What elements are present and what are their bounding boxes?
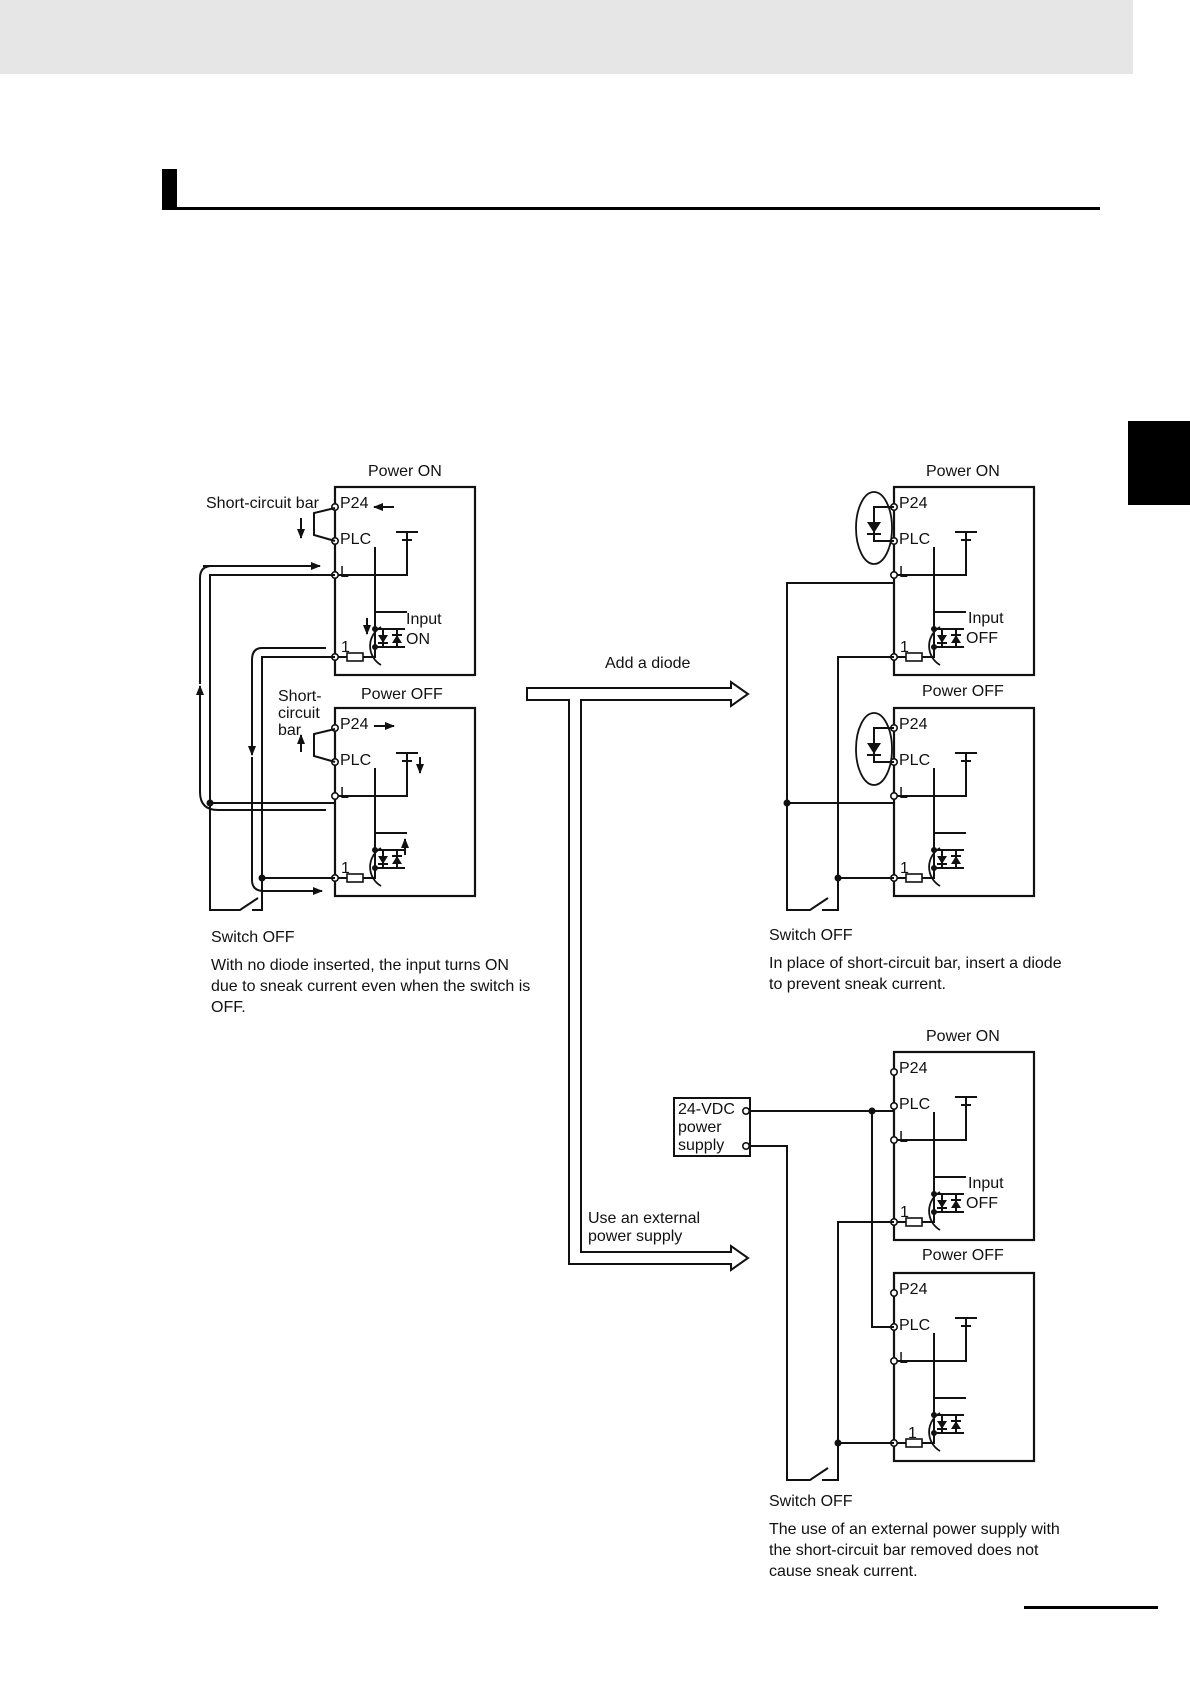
short-circuit-bar-bottom xyxy=(313,728,336,763)
rt-caption-line2: to prevent sneak current. xyxy=(769,976,946,993)
terminal-p24: P24 xyxy=(340,716,369,733)
external-supply-label-2: power supply xyxy=(588,1228,682,1245)
terminal-plc: PLC xyxy=(340,531,371,548)
input-label-line1: Input xyxy=(406,611,442,628)
rb-power-on-label: Power ON xyxy=(926,1028,1000,1045)
wire-l-common xyxy=(209,574,335,804)
page-footer-rule xyxy=(1024,1606,1158,1609)
short-circuit-bar-top xyxy=(313,507,336,542)
short-circuit-bar-label-3: bar xyxy=(278,722,302,739)
terminal-p24: P24 xyxy=(899,1060,928,1077)
terminal-plc: PLC xyxy=(340,752,371,769)
input-label-line2: ON xyxy=(406,631,430,648)
left-power-off-block: P24 PLC L 1 xyxy=(330,706,477,898)
diode-icon xyxy=(855,712,894,786)
terminal-l: L xyxy=(899,1350,908,1367)
left-caption-line2: due to sneak current even when the switc… xyxy=(211,978,530,995)
rb-caption-line1: The use of an external power supply with xyxy=(769,1521,1060,1538)
terminal-l: L xyxy=(899,564,908,581)
right-bottom-diagram: Power ON P24 PLC L 1 Input OFF Power OFF… xyxy=(673,1028,1060,1580)
power-supply-line2: power xyxy=(678,1119,722,1136)
terminal-p24: P24 xyxy=(899,495,928,512)
input-label-line2: OFF xyxy=(966,1195,998,1212)
terminal-plc: PLC xyxy=(899,1317,930,1334)
rb-caption-line3: cause sneak current. xyxy=(769,1563,918,1580)
terminal-1: 1 xyxy=(341,639,350,656)
terminal-p24: P24 xyxy=(899,1281,928,1298)
terminal-p24: P24 xyxy=(340,495,369,512)
terminal-plc: PLC xyxy=(899,752,930,769)
left-diagram: Power ON Short-circuit bar P24 PLC L 1 I… xyxy=(196,463,530,1016)
rb-switch-label: Switch OFF xyxy=(769,1493,853,1510)
terminal-p24: P24 xyxy=(899,716,928,733)
rt-switch-label: Switch OFF xyxy=(769,927,853,944)
section-heading-rule xyxy=(162,207,1100,210)
short-circuit-bar-label-2: circuit xyxy=(278,705,320,722)
left-power-on-label: Power ON xyxy=(368,463,442,480)
power-supply-line1: 24-VDC xyxy=(678,1101,735,1118)
left-power-on-block: P24 PLC L 1 Input ON xyxy=(330,485,477,677)
section-heading-marker xyxy=(162,169,177,209)
short-circuit-bar-label-1: Short- xyxy=(278,688,322,705)
input-label-line1: Input xyxy=(968,610,1004,627)
add-diode-label: Add a diode xyxy=(605,655,691,672)
chapter-index-tab xyxy=(1128,421,1190,505)
terminal-1: 1 xyxy=(341,860,350,877)
page-header-band xyxy=(0,0,1133,74)
right-top-diagram: Power ON P24 PLC L 1 Input OFF Power OFF… xyxy=(769,463,1062,993)
terminal-plc: PLC xyxy=(899,531,930,548)
rb-power-on-block: P24 PLC L 1 Input OFF xyxy=(889,1050,1036,1242)
input-label-line1: Input xyxy=(968,1175,1004,1192)
left-caption-line3: OFF. xyxy=(211,999,246,1016)
terminal-1: 1 xyxy=(908,1425,917,1442)
rt-caption-line1: In place of short-circuit bar, insert a … xyxy=(769,955,1062,972)
terminal-1: 1 xyxy=(900,639,909,656)
rb-caption-line2: the short-circuit bar removed does not xyxy=(769,1542,1039,1559)
left-caption-line1: With no diode inserted, the input turns … xyxy=(211,957,509,974)
rt-power-on-block: P24 PLC L 1 Input OFF xyxy=(889,485,1036,677)
external-supply-label-1: Use an external xyxy=(588,1210,700,1227)
power-supply-line3: supply xyxy=(678,1137,724,1154)
terminal-l: L xyxy=(340,564,349,581)
branch-arrows: Add a diode Use an external power supply xyxy=(526,655,750,1272)
terminal-l: L xyxy=(899,785,908,802)
power-supply-box: 24-VDC power supply xyxy=(673,1097,751,1157)
diode-icon xyxy=(855,491,894,565)
rb-power-off-block: P24 PLC L 1 xyxy=(889,1271,1036,1463)
terminal-1: 1 xyxy=(900,860,909,877)
left-short-circuit-bar-label: Short-circuit bar xyxy=(206,495,320,512)
rt-power-on-label: Power ON xyxy=(926,463,1000,480)
terminal-plc: PLC xyxy=(899,1096,930,1113)
rb-power-off-label: Power OFF xyxy=(922,1247,1004,1264)
input-label-line2: OFF xyxy=(966,630,998,647)
terminal-1: 1 xyxy=(900,1204,909,1221)
rt-power-off-label: Power OFF xyxy=(922,683,1004,700)
left-switch-label: Switch OFF xyxy=(211,929,295,946)
terminal-l: L xyxy=(899,1129,908,1146)
terminal-l: L xyxy=(340,785,349,802)
left-power-off-label: Power OFF xyxy=(361,686,443,703)
rt-power-off-block: P24 PLC L 1 xyxy=(889,706,1036,898)
